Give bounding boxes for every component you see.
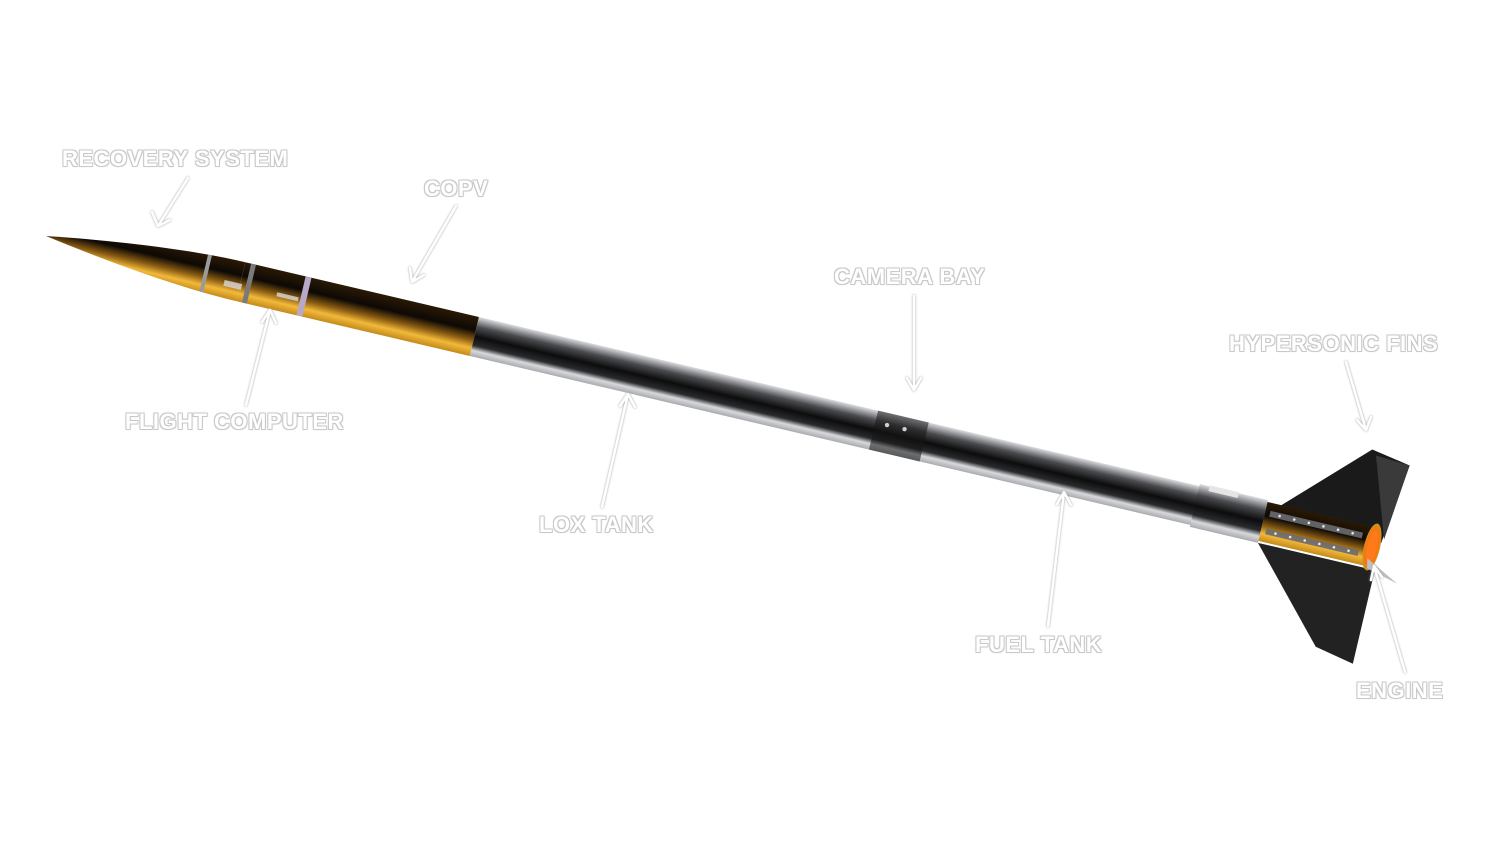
arrow-recovery	[150, 176, 190, 228]
tank-body	[469, 317, 1268, 541]
label-engine: ENGINE	[1356, 678, 1444, 703]
label-lox-tank: LOX TANK	[539, 512, 654, 537]
arrow-lox	[600, 392, 637, 509]
label-recovery-system: RECOVERY SYSTEM	[62, 146, 289, 171]
label-camera-bay: CAMERA BAY	[834, 264, 986, 289]
arrow-fins	[1344, 360, 1373, 432]
callout-arrows	[150, 176, 1407, 674]
label-hypersonic-fins: HYPERSONIC FINS	[1229, 331, 1439, 356]
upper-section	[236, 262, 479, 356]
rocket-body	[46, 236, 1410, 664]
arrow-fuel	[1046, 490, 1073, 628]
camera-bay-section	[868, 410, 929, 462]
arrow-engine	[1369, 564, 1407, 674]
label-flight-computer: FLIGHT COMPUTER	[125, 409, 344, 434]
label-fuel-tank: FUEL TANK	[975, 632, 1103, 657]
arrow-copv	[408, 204, 458, 284]
arrow-camera	[905, 294, 923, 392]
nose-cone	[46, 236, 246, 302]
label-copv: COPV	[424, 176, 489, 201]
arrow-flight	[244, 308, 278, 407]
